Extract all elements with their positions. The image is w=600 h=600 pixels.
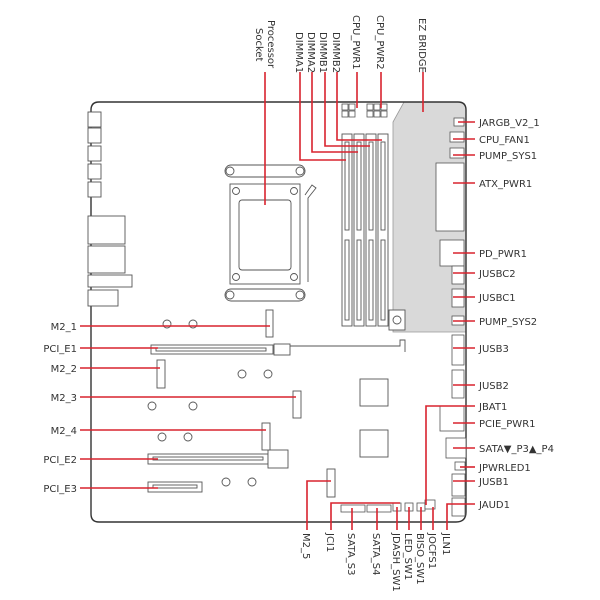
cpu-power-connectors <box>341 103 388 118</box>
label-pcie-pwr1: PCIE_PWR1 <box>479 419 536 430</box>
label-dimma1: DIMMA1 <box>293 32 304 73</box>
label-atx-pwr1: ATX_PWR1 <box>479 179 532 190</box>
right-connectors <box>435 117 467 517</box>
label-jaud1: JAUD1 <box>478 500 510 511</box>
label-biso-sw1: BISO_SW1 <box>414 533 425 585</box>
dimm-slots <box>341 133 389 327</box>
label-ez-bridge: EZ BRIDGE <box>416 18 427 73</box>
label-pump-sys1: PUMP_SYS1 <box>479 151 537 162</box>
label-jusb1: JUSB1 <box>478 477 509 488</box>
label-sata-s4: SATA_S4 <box>370 533 381 575</box>
rear-io <box>87 111 133 307</box>
label-jusbc2: JUSBC2 <box>478 269 516 280</box>
label-jusbc1: JUSBC1 <box>478 293 516 304</box>
top-labels: ProcessorSocket DIMMA1 DIMMA2 DIMMB1 DIM… <box>253 15 427 73</box>
label-jci1: JCI1 <box>324 532 335 552</box>
chipsets <box>359 309 406 458</box>
label-cpu-pwr2: CPU_PWR2 <box>374 15 385 70</box>
label-dimmb2: DIMMB2 <box>330 32 341 73</box>
label-dimma2: DIMMA2 <box>305 32 316 73</box>
label-sata-p3-p4: SATA▼_P3▲_P4 <box>479 444 554 455</box>
label-sata-s3: SATA_S3 <box>345 533 356 575</box>
label-processor-socket-line1: Processor <box>265 20 276 69</box>
label-jpwrled1: JPWRLED1 <box>478 463 531 474</box>
label-m2-3: M2_3 <box>51 393 77 404</box>
label-m2-5: M2_5 <box>300 533 311 559</box>
leader-lines <box>80 72 475 530</box>
left-labels: M2_1 PCI_E1 M2_2 M2_3 M2_4 PCI_E2 PCI_E3 <box>43 322 77 495</box>
label-cpu-pwr1: CPU_PWR1 <box>350 15 361 70</box>
label-pci-e2: PCI_E2 <box>43 455 77 466</box>
expansion-slots <box>147 309 406 498</box>
label-m2-4: M2_4 <box>51 426 77 437</box>
label-jdash-sw1: JDASH_SW1 <box>390 532 401 592</box>
board-outline <box>90 101 467 523</box>
cpu-socket <box>224 164 317 302</box>
label-pd-pwr1: PD_PWR1 <box>479 249 527 260</box>
label-pci-e1: PCI_E1 <box>43 344 77 355</box>
label-jusb3: JUSB3 <box>478 344 509 355</box>
label-cpu-fan1: CPU_FAN1 <box>479 135 530 146</box>
label-dimmb1: DIMMB1 <box>317 32 328 73</box>
label-jusb2: JUSB2 <box>478 381 509 392</box>
label-m2-1: M2_1 <box>51 322 77 333</box>
label-pci-e3: PCI_E3 <box>43 484 77 495</box>
label-jbat1: JBAT1 <box>478 402 507 413</box>
label-jocfs1: JOCFS1 <box>426 532 437 569</box>
label-m2-2: M2_2 <box>51 364 77 375</box>
label-led-sw1: LED_SW1 <box>402 533 413 580</box>
bottom-labels: M2_5 JCI1 SATA_S3 SATA_S4 JDASH_SW1 LED_… <box>300 532 451 592</box>
label-pump-sys2: PUMP_SYS2 <box>479 317 537 328</box>
label-jargb-v2-1: JARGB_V2_1 <box>478 118 540 129</box>
label-processor-socket-line2: Socket <box>253 28 264 62</box>
right-labels: JARGB_V2_1 CPU_FAN1 PUMP_SYS1 ATX_PWR1 P… <box>478 118 554 511</box>
label-jln1: JLN1 <box>440 532 451 555</box>
label-processor-socket: ProcessorSocket <box>253 20 276 69</box>
